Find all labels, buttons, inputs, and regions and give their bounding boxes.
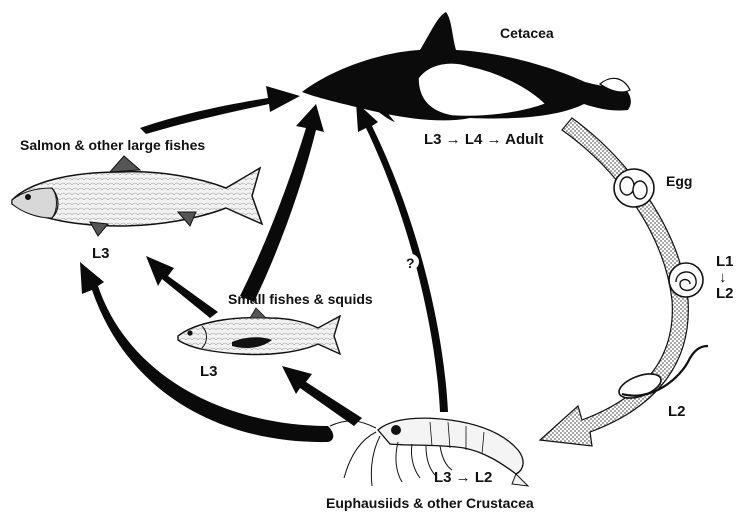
crustacea-stages-label: L3 → L2	[434, 469, 492, 486]
l2-label: L2	[668, 403, 686, 420]
euphausiid-illustration	[330, 418, 528, 486]
small-fish-illustration	[178, 308, 340, 355]
salmon-stage-label: L3	[92, 245, 110, 262]
small-fishes-label: Small fishes & squids	[228, 291, 373, 307]
cetacea-illustration	[302, 12, 631, 122]
egg-label: Egg	[666, 173, 692, 189]
small-fishes-stage-label: L3	[200, 363, 218, 380]
l1-arrow: ↓	[719, 269, 727, 286]
salmon-illustration	[12, 156, 262, 236]
arrow-crustacea-to-cetacea	[356, 102, 448, 412]
salmon-label: Salmon & other large fishes	[20, 137, 205, 153]
crustacea-label: Euphausiids & other Crustacea	[326, 495, 534, 511]
larva-l1-icon	[669, 263, 703, 297]
cetacea-stages-label: L3 → L4 → Adult	[424, 131, 543, 148]
arrow-salmon-to-cetacea	[140, 86, 300, 134]
cetacea-label: Cetacea	[500, 25, 554, 41]
arrow-cetacea-to-crustacea	[540, 118, 688, 446]
egg-icon	[614, 169, 654, 207]
arrow-small-fishes-to-salmon	[146, 256, 218, 318]
arrow-crustacea-to-small-fishes	[282, 366, 362, 426]
l1-label: L1	[716, 253, 734, 270]
question-mark-badge: ?	[403, 254, 419, 271]
arrow-crustacea-to-salmon	[80, 262, 333, 442]
l1-l2-label: L2	[716, 285, 734, 302]
question-mark: ?	[406, 255, 415, 271]
